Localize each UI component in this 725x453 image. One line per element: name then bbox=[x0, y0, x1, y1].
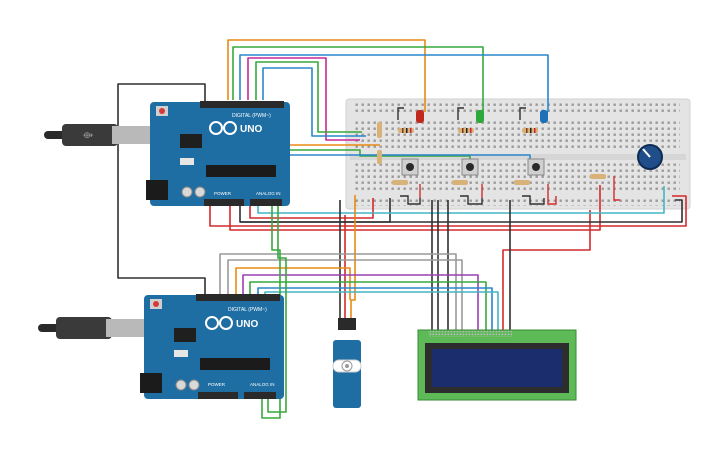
component-leads-red bbox=[419, 176, 620, 205]
resistor bbox=[377, 122, 382, 138]
model-label-bottom: UNO bbox=[236, 319, 258, 330]
breadboard-bottom-rail bbox=[354, 196, 680, 206]
analog-label-bottom: ANALOG IN bbox=[250, 382, 275, 387]
breadboard-top-rail bbox=[354, 103, 680, 115]
arduino-board-bottom bbox=[144, 295, 284, 399]
wire-purple-lcd bbox=[242, 274, 479, 330]
digital-header-top bbox=[200, 101, 284, 108]
wire-red-power-2 bbox=[502, 210, 591, 330]
arduino-uno-bottom[interactable]: DIGITAL (PWM~) UNO POWER ANALOG IN bbox=[38, 294, 284, 399]
lcd-16x2[interactable] bbox=[417, 329, 577, 401]
usb-chip-top bbox=[180, 134, 202, 148]
wire-black-usb-top bbox=[117, 83, 206, 300]
analog-header-top bbox=[250, 199, 282, 206]
servo-motor[interactable] bbox=[332, 318, 362, 408]
power-header-bottom bbox=[198, 392, 238, 399]
resistor bbox=[514, 180, 530, 185]
potentiometer[interactable] bbox=[637, 144, 663, 170]
dc-jack-bottom bbox=[140, 373, 162, 393]
usb-cable-bottom bbox=[38, 317, 146, 339]
wire-red-power-1 bbox=[229, 185, 601, 231]
lcd-pin-strip bbox=[428, 331, 512, 337]
resistors bbox=[377, 122, 606, 185]
arduino-logo-bottom bbox=[205, 316, 233, 330]
analog-header-bottom bbox=[244, 392, 276, 399]
resistor bbox=[398, 128, 414, 133]
pushbutton-2[interactable] bbox=[461, 158, 479, 176]
lcd-screen bbox=[432, 349, 562, 387]
wire-green-side bbox=[285, 149, 471, 160]
resistor bbox=[590, 174, 606, 179]
arduino-board-top bbox=[150, 102, 290, 206]
wire-green-lcd bbox=[249, 281, 487, 330]
wire-orange-led-red bbox=[227, 39, 426, 112]
arduino-uno-top[interactable]: ⟴ DIGITAL (PWM~) UNO POWER ANALOG IN bbox=[44, 101, 290, 206]
breadboard[interactable] bbox=[345, 98, 691, 210]
servo-body bbox=[333, 340, 361, 408]
wires bbox=[117, 39, 687, 419]
microcontroller-chip-bottom bbox=[200, 358, 270, 370]
led-green[interactable] bbox=[476, 110, 484, 123]
power-label-top: POWER bbox=[214, 191, 232, 196]
header-label-top: DIGITAL (PWM~) bbox=[232, 113, 271, 119]
microcontroller-chip-top bbox=[206, 165, 276, 177]
analog-label-top: ANALOG IN bbox=[256, 191, 281, 196]
power-label-bottom: POWER bbox=[208, 382, 226, 387]
wire-orange-servo bbox=[350, 195, 356, 318]
usb-chip-bottom bbox=[174, 328, 196, 342]
resistor bbox=[458, 128, 474, 133]
pushbutton-1[interactable] bbox=[401, 158, 419, 176]
dc-jack-top bbox=[146, 180, 168, 200]
component-leads bbox=[397, 107, 545, 205]
resistor bbox=[452, 180, 468, 185]
wire-black-gnd-2 bbox=[240, 199, 683, 223]
wire-red-right bbox=[209, 195, 687, 227]
usb-cable-top: ⟴ bbox=[44, 124, 152, 146]
resistor bbox=[522, 128, 538, 133]
led-red[interactable] bbox=[416, 110, 424, 123]
wire-blue-lcd bbox=[257, 287, 493, 330]
wire-magenta-header bbox=[247, 57, 360, 141]
wire-green-header bbox=[255, 61, 362, 133]
wire-orange-lcd bbox=[235, 267, 351, 300]
wire-red-power-3 bbox=[249, 198, 374, 219]
header-label-bottom: DIGITAL (PWM~) bbox=[228, 307, 267, 313]
model-label-top: UNO bbox=[240, 124, 262, 135]
digital-header-bottom bbox=[196, 294, 280, 301]
usb-icon: ⟴ bbox=[83, 130, 93, 140]
resistor bbox=[392, 180, 408, 185]
arduino-logo-top bbox=[209, 121, 237, 135]
wire-green-led-green bbox=[232, 46, 484, 112]
wire-teal-lcd bbox=[264, 291, 499, 330]
wire-gray-lcd-2 bbox=[227, 259, 463, 330]
breadboard-upper-strip bbox=[354, 121, 680, 151]
wire-blue-led-blue bbox=[239, 54, 549, 112]
resistor bbox=[377, 150, 382, 164]
servo-connector bbox=[338, 318, 356, 330]
breadboard-center-channel bbox=[350, 154, 686, 160]
pushbutton-3[interactable] bbox=[527, 158, 545, 176]
wire-blue-header bbox=[262, 67, 366, 137]
power-header-top bbox=[204, 199, 244, 206]
led-blue[interactable] bbox=[540, 110, 548, 123]
